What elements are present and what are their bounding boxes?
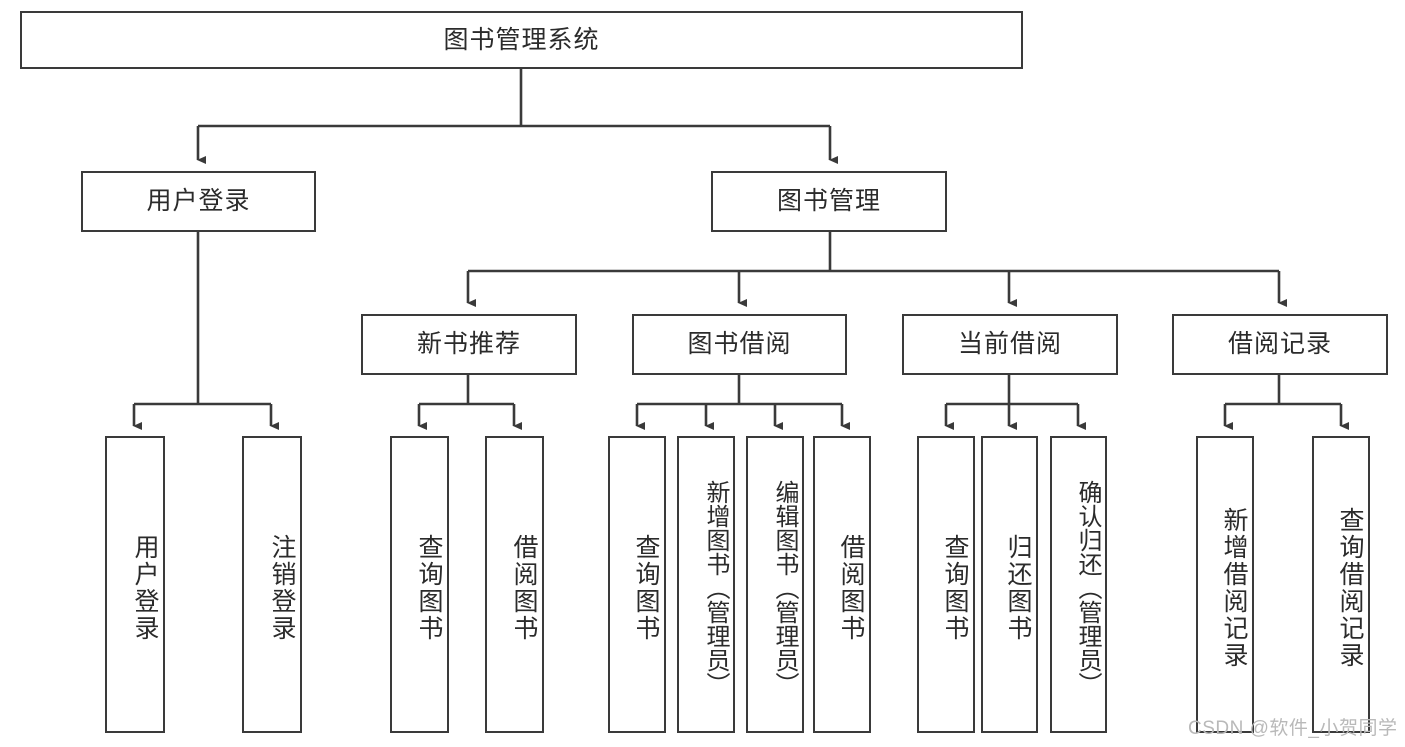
node-borrow-record[interactable]: 借阅记录 — [1172, 314, 1388, 375]
leaf-borrow-record-query-record[interactable]: 查询借阅记录 — [1312, 436, 1370, 733]
node-current-borrow[interactable]: 当前借阅 — [902, 314, 1118, 375]
node-root-book-management-system[interactable]: 图书管理系统 — [20, 11, 1023, 69]
leaf-new-book-query-books[interactable]: 查询图书 — [390, 436, 449, 733]
leaf-user-login-logout[interactable]: 注销登录 — [242, 436, 302, 733]
leaf-borrow-record-add-record[interactable]: 新增借阅记录 — [1196, 436, 1254, 733]
leaf-user-login-login[interactable]: 用户登录 — [105, 436, 165, 733]
node-new-book-recommend[interactable]: 新书推荐 — [361, 314, 577, 375]
csdn-watermark: CSDN @软件_小贺同学 — [1188, 718, 1398, 739]
leaf-book-borrow-edit-book-admin[interactable]: 编辑图书（管理员） — [746, 436, 804, 733]
node-book-borrow[interactable]: 图书借阅 — [632, 314, 847, 375]
leaf-current-borrow-return-books[interactable]: 归还图书 — [981, 436, 1038, 733]
leaf-current-borrow-confirm-return-admin[interactable]: 确认归还（管理员） — [1050, 436, 1107, 733]
leaf-book-borrow-add-book-admin[interactable]: 新增图书（管理员） — [677, 436, 735, 733]
leaf-book-borrow-query-books[interactable]: 查询图书 — [608, 436, 666, 733]
node-user-login[interactable]: 用户登录 — [81, 171, 316, 232]
leaf-current-borrow-query-books[interactable]: 查询图书 — [917, 436, 975, 733]
leaf-book-borrow-borrow-books[interactable]: 借阅图书 — [813, 436, 871, 733]
node-book-management[interactable]: 图书管理 — [711, 171, 947, 232]
leaf-new-book-borrow-books[interactable]: 借阅图书 — [485, 436, 544, 733]
